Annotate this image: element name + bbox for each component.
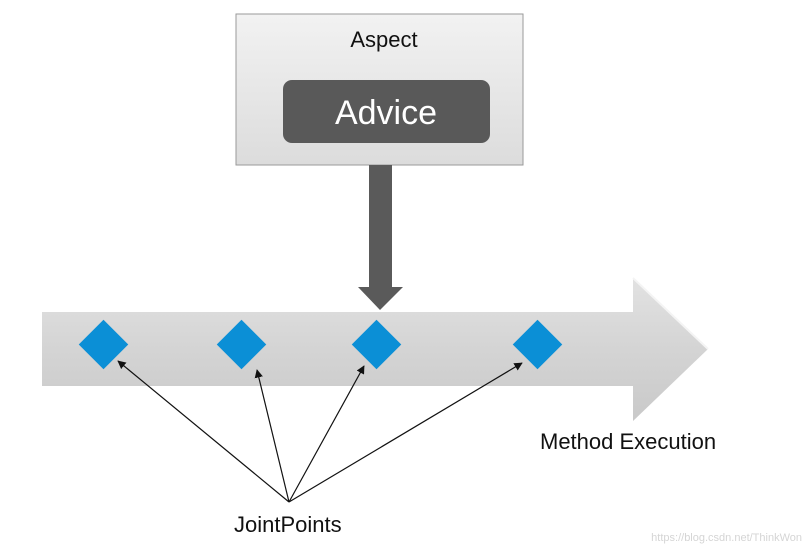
method-execution-label: Method Execution (540, 429, 716, 454)
pointer-shaft (369, 165, 392, 288)
watermark: https://blog.csdn.net/ThinkWon (651, 532, 802, 544)
joinpoint-diamond-2 (216, 319, 267, 370)
aspect-box: Aspect Advice (235, 13, 524, 166)
connector-line-2 (254, 369, 290, 503)
advice-box (283, 80, 490, 143)
joinpoints-group (78, 319, 563, 370)
flow-arrow-highlight (632, 277, 709, 350)
connector-line-3 (288, 365, 365, 503)
aspect-title: Aspect (350, 27, 417, 52)
joinpoint-diamond-4 (512, 319, 563, 370)
joinpoint-diamond-3 (351, 319, 402, 370)
advice-pointer-arrow (358, 165, 403, 310)
advice-label: Advice (335, 94, 437, 132)
connector-line-1 (117, 360, 290, 503)
pointer-head (358, 287, 403, 310)
connector-line-4 (288, 362, 523, 503)
joinpoints-label: JointPoints (234, 512, 342, 537)
joinpoint-connectors (117, 360, 523, 503)
joinpoint-diamond-1 (78, 319, 129, 370)
